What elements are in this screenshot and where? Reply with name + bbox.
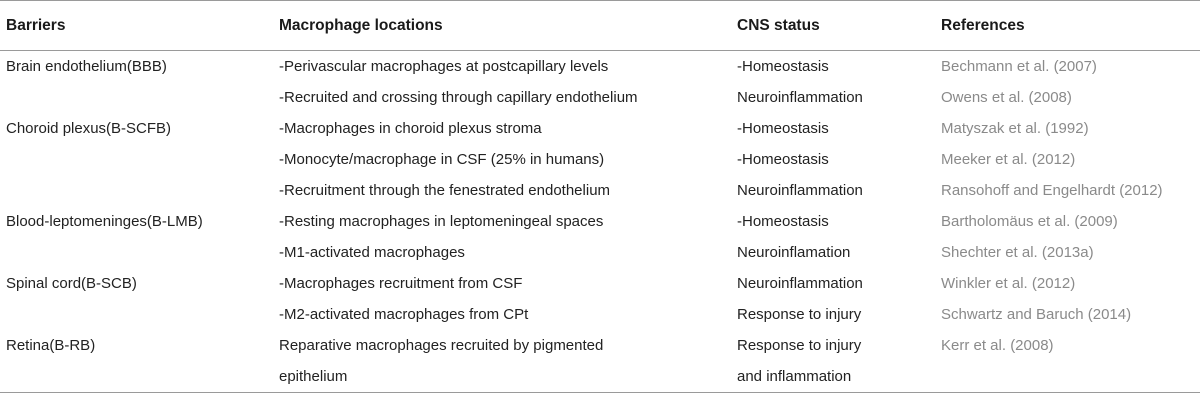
status-cell: -Homeostasis bbox=[737, 213, 829, 230]
table-row: Choroid plexus(B-SCFB) -Macrophages in c… bbox=[0, 113, 1200, 144]
location-cell: -Macrophages recruitment from CSF bbox=[279, 275, 523, 292]
reference-cell: Schwartz and Baruch (2014) bbox=[941, 306, 1132, 323]
header-cns-status: CNS status bbox=[731, 0, 935, 51]
header-barriers: Barriers bbox=[0, 0, 273, 51]
status-cell: Neuroinflammation bbox=[737, 275, 863, 292]
reference-cell: Winkler et al. (2012) bbox=[941, 275, 1076, 292]
header-references: References bbox=[935, 0, 1200, 51]
location-cell: -M1-activated macrophages bbox=[279, 244, 465, 261]
status-line: Response to injury bbox=[737, 337, 862, 354]
header-row: Barriers Macrophage locations CNS status… bbox=[0, 0, 1200, 51]
barrier-cell bbox=[0, 144, 273, 175]
status-cell: Neuroinflamation bbox=[737, 244, 851, 261]
table-row: -M2-activated macrophages from CPt Respo… bbox=[0, 299, 1200, 330]
status-line: and inflammation bbox=[737, 368, 852, 385]
reference-cell: Meeker et al. (2012) bbox=[941, 151, 1076, 168]
barrier-cell bbox=[0, 237, 273, 268]
table-row: Retina(B-RB) Reparative macrophages recr… bbox=[0, 330, 1200, 393]
location-cell: -Resting macrophages in leptomeningeal s… bbox=[279, 213, 604, 230]
status-cell: Response to injury and inflammation bbox=[731, 330, 935, 393]
barrier-cell bbox=[0, 175, 273, 206]
location-cell: -Perivascular macrophages at postcapilla… bbox=[279, 58, 609, 75]
table-row: Spinal cord(B-SCB) -Macrophages recruitm… bbox=[0, 268, 1200, 299]
reference-cell: Bechmann et al. (2007) bbox=[941, 58, 1097, 75]
table-row: Blood-leptomeninges(B-LMB) -Resting macr… bbox=[0, 206, 1200, 237]
header-macrophage-locations: Macrophage locations bbox=[273, 0, 731, 51]
reference-cell: Owens et al. (2008) bbox=[941, 89, 1072, 106]
table-body: Brain endothelium(BBB) -Perivascular mac… bbox=[0, 51, 1200, 393]
reference-cell: Bartholomäus et al. (2009) bbox=[941, 213, 1118, 230]
location-cell: -M2-activated macrophages from CPt bbox=[279, 306, 529, 323]
table-row: -Monocyte/macrophage in CSF (25% in huma… bbox=[0, 144, 1200, 175]
location-cell: Reparative macrophages recruited by pigm… bbox=[273, 330, 731, 393]
status-cell: -Homeostasis bbox=[737, 120, 829, 137]
reference-cell: Shechter et al. (2013a) bbox=[941, 244, 1094, 261]
table-row: -Recruitment through the fenestrated end… bbox=[0, 175, 1200, 206]
barrier-cell: Choroid plexus(B-SCFB) bbox=[6, 120, 172, 137]
location-line: epithelium bbox=[279, 368, 348, 385]
barrier-cell: Blood-leptomeninges(B-LMB) bbox=[6, 213, 203, 230]
reference-cell: Matyszak et al. (1992) bbox=[941, 120, 1089, 137]
location-line: Reparative macrophages recruited by pigm… bbox=[279, 337, 604, 354]
table-header: Barriers Macrophage locations CNS status… bbox=[0, 0, 1200, 51]
table-row: -Recruited and crossing through capillar… bbox=[0, 82, 1200, 113]
barrier-cell bbox=[0, 299, 273, 330]
reference-cell: Kerr et al. (2008) bbox=[935, 330, 1200, 393]
macrophage-barriers-table: Barriers Macrophage locations CNS status… bbox=[0, 0, 1200, 393]
location-cell: -Recruited and crossing through capillar… bbox=[279, 89, 638, 106]
reference-cell: Ransohoff and Engelhardt (2012) bbox=[941, 182, 1163, 199]
status-cell: -Homeostasis bbox=[737, 58, 829, 75]
barrier-cell: Retina(B-RB) bbox=[0, 330, 273, 393]
table-row: -M1-activated macrophages Neuroinflamati… bbox=[0, 237, 1200, 268]
barrier-cell: Spinal cord(B-SCB) bbox=[6, 275, 137, 292]
barrier-cell bbox=[0, 82, 273, 113]
barrier-cell: Brain endothelium(BBB) bbox=[6, 58, 167, 75]
status-cell: Neuroinflammation bbox=[737, 182, 863, 199]
location-cell: -Recruitment through the fenestrated end… bbox=[279, 182, 611, 199]
location-cell: -Monocyte/macrophage in CSF (25% in huma… bbox=[279, 151, 605, 168]
status-cell: -Homeostasis bbox=[737, 151, 829, 168]
location-cell: -Macrophages in choroid plexus stroma bbox=[279, 120, 542, 137]
status-cell: Response to injury bbox=[737, 306, 862, 323]
status-cell: Neuroinflammation bbox=[737, 89, 863, 106]
table-row: Brain endothelium(BBB) -Perivascular mac… bbox=[0, 51, 1200, 83]
